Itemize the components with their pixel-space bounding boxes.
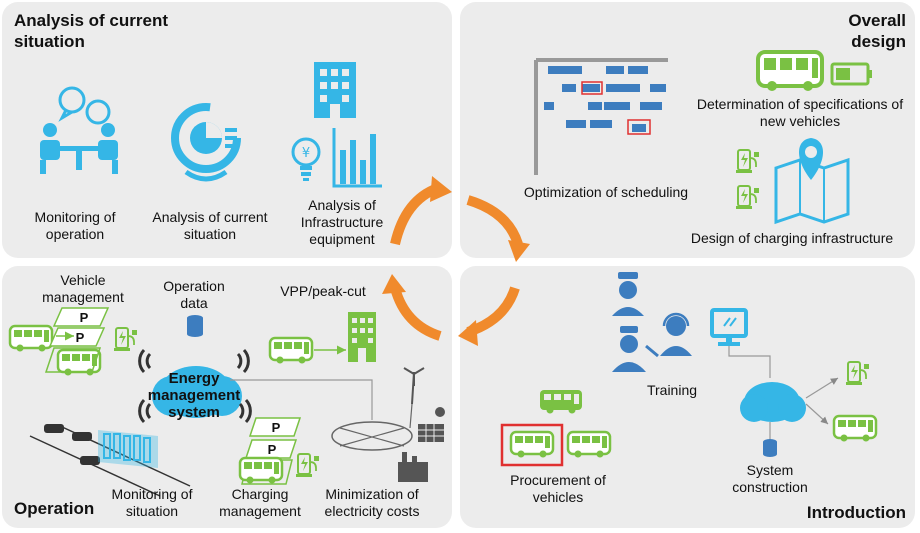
analysis-of-infrastructure-label: Analysis of Infrastructure equipment [300,197,384,247]
charging-management-label: Charging management [219,486,301,519]
connection-line [230,379,373,420]
svg-text:¥: ¥ [302,146,310,161]
system-construction-label: System construction [732,462,808,495]
monitoring-of-operation-label: Monitoring of operation [34,209,116,242]
mechanic-person-icon [612,326,659,372]
minimization-of-electricity-costs-label: Minimization of electricity costs [324,486,420,519]
cloud-icon [740,382,806,422]
building-icon [348,312,376,362]
meeting-icon [40,86,118,174]
database-icon [763,439,777,457]
lightbulb-icon: ¥ [291,137,321,181]
bus-icon [566,430,612,459]
bus-icon [238,456,284,485]
analysis-title: Analysis of current situation [14,11,168,51]
vpp-peak-cut-label: VPP/peak-cut [280,283,366,299]
design-title: Overall design [848,11,906,51]
pie-chart-icon [171,103,241,182]
procurement-of-vehicles-label: Procurement of vehicles [510,472,606,505]
charger-icon [295,453,320,478]
charger-icon [113,327,138,352]
cloud-icon [152,366,242,418]
bus-icon [540,390,582,414]
selection-box [500,423,564,467]
bar-chart-icon [332,128,382,188]
parking-label: P [75,330,85,345]
bus-icon [832,414,878,443]
bus-icon [268,336,314,365]
link-arrow [805,377,839,399]
vehicle-management-label: Vehicle management [42,272,124,305]
connection-line [728,346,771,378]
battery-icon [830,62,872,86]
map-pin-icon [774,138,850,225]
design-of-charging-infrastructure-label: Design of charging infrastructure [690,230,894,246]
link-arrow [805,403,829,425]
parking-label: P [267,442,277,457]
cycle-arrows [390,183,523,341]
charger-icon [845,361,870,386]
operation-title: Operation [14,499,95,518]
operation-data-label: Operation data [163,278,225,311]
driver-person-icon [612,272,644,316]
bus-icon [509,430,555,459]
energy-network-icon [331,367,425,451]
parking-slots [241,417,302,485]
optimization-of-scheduling-label: Optimization of scheduling [523,184,689,200]
building-icon [314,62,356,118]
parking-label: P [79,310,89,325]
factory-icon [398,452,428,482]
charger-icon [735,185,760,210]
specifications-of-new-vehicles-label: Determination of specifications of new v… [696,96,904,129]
training-label: Training [646,382,698,398]
signal-waves-icon [138,348,152,374]
analysis-of-current-situation-label: Analysis of current situation [152,209,268,242]
bus-icon [756,50,824,91]
parking-slots [44,307,110,373]
cycle-arrowheads [382,176,530,346]
energy-management-system-label: Energy management system [147,370,241,421]
bus-icon [8,324,54,353]
solar-panel-icon [418,407,445,442]
operator-headset-icon [660,312,692,356]
schedule-gantt-icon [534,58,668,175]
introduction-title: Introduction [806,503,906,522]
monitor-icon [710,308,748,346]
parking-label: P [271,420,281,435]
traffic-icon [29,424,191,497]
signal-waves-icon [236,348,250,374]
database-icon [187,315,203,337]
charger-icon [735,149,760,174]
introduction-panel [460,266,915,528]
monitoring-of-situation-label: Monitoring of situation [111,486,193,519]
